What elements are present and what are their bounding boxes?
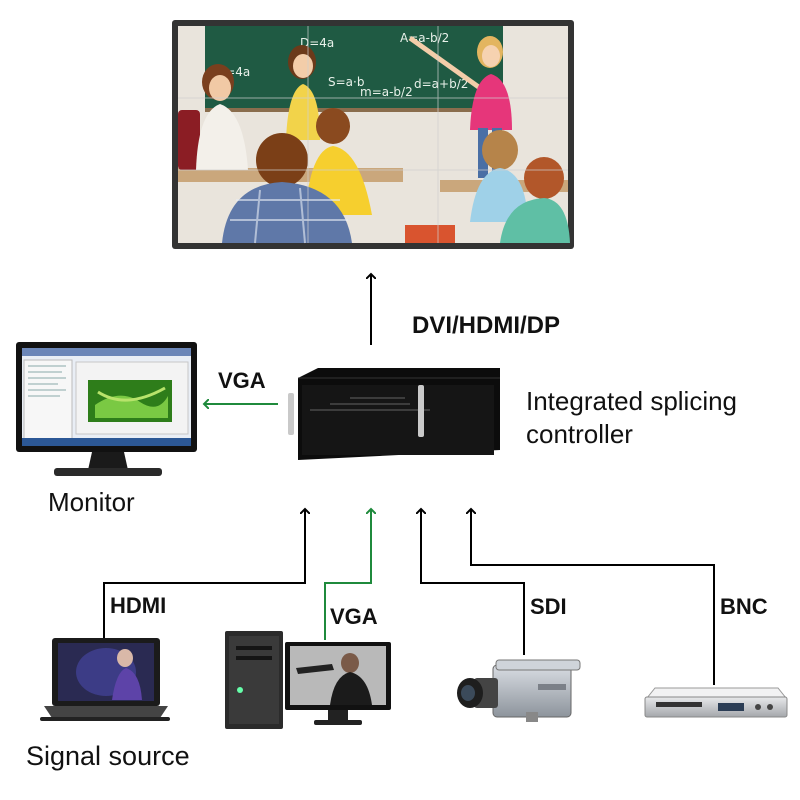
board-formula: D=4a [300, 36, 334, 50]
teacher-figure [196, 64, 248, 170]
board-math: D=4a S=a·b m=a-b/2 d=a+b/2 P=4a A=a-b/2 [218, 31, 468, 99]
student-figure [222, 133, 352, 244]
video-wall: D=4a S=a·b m=a-b/2 d=a+b/2 P=4a A=a-b/2 [172, 20, 574, 249]
monitor-label: Monitor [48, 487, 135, 517]
vga-input-line [324, 509, 371, 640]
tile-seams [178, 26, 568, 243]
board-formula: S=a·b [328, 75, 364, 89]
board-formula: A=a-b/2 [400, 31, 449, 45]
dvd-player-icon [644, 687, 788, 718]
sdi-input-line [421, 509, 525, 655]
rack-handle [418, 385, 424, 437]
monitor-device [16, 342, 197, 476]
desktop-pc-icon [225, 631, 391, 729]
sdi-label: SDI [530, 594, 567, 619]
vga-input-label: VGA [330, 604, 378, 629]
signal-source-label: Signal source [26, 741, 190, 771]
laptop-icon [40, 638, 170, 721]
output-protocols-label: DVI/HDMI/DP [412, 312, 560, 339]
bnc-label: BNC [720, 594, 768, 619]
controller-label: controller [526, 419, 633, 449]
board-formula: m=a-b/2 [360, 85, 413, 99]
bnc-input-line [471, 509, 715, 685]
board-formula: d=a+b/2 [414, 77, 468, 91]
controller-label: Integrated splicing [526, 386, 737, 416]
monitor-link-label: VGA [218, 368, 266, 393]
hdmi-label: HDMI [110, 593, 166, 618]
student-figure [470, 130, 528, 222]
rack-handle [288, 393, 294, 435]
camera-icon [457, 659, 581, 722]
student-figure [500, 157, 570, 243]
splicing-controller [288, 368, 500, 460]
hdmi-input-line [103, 509, 305, 640]
